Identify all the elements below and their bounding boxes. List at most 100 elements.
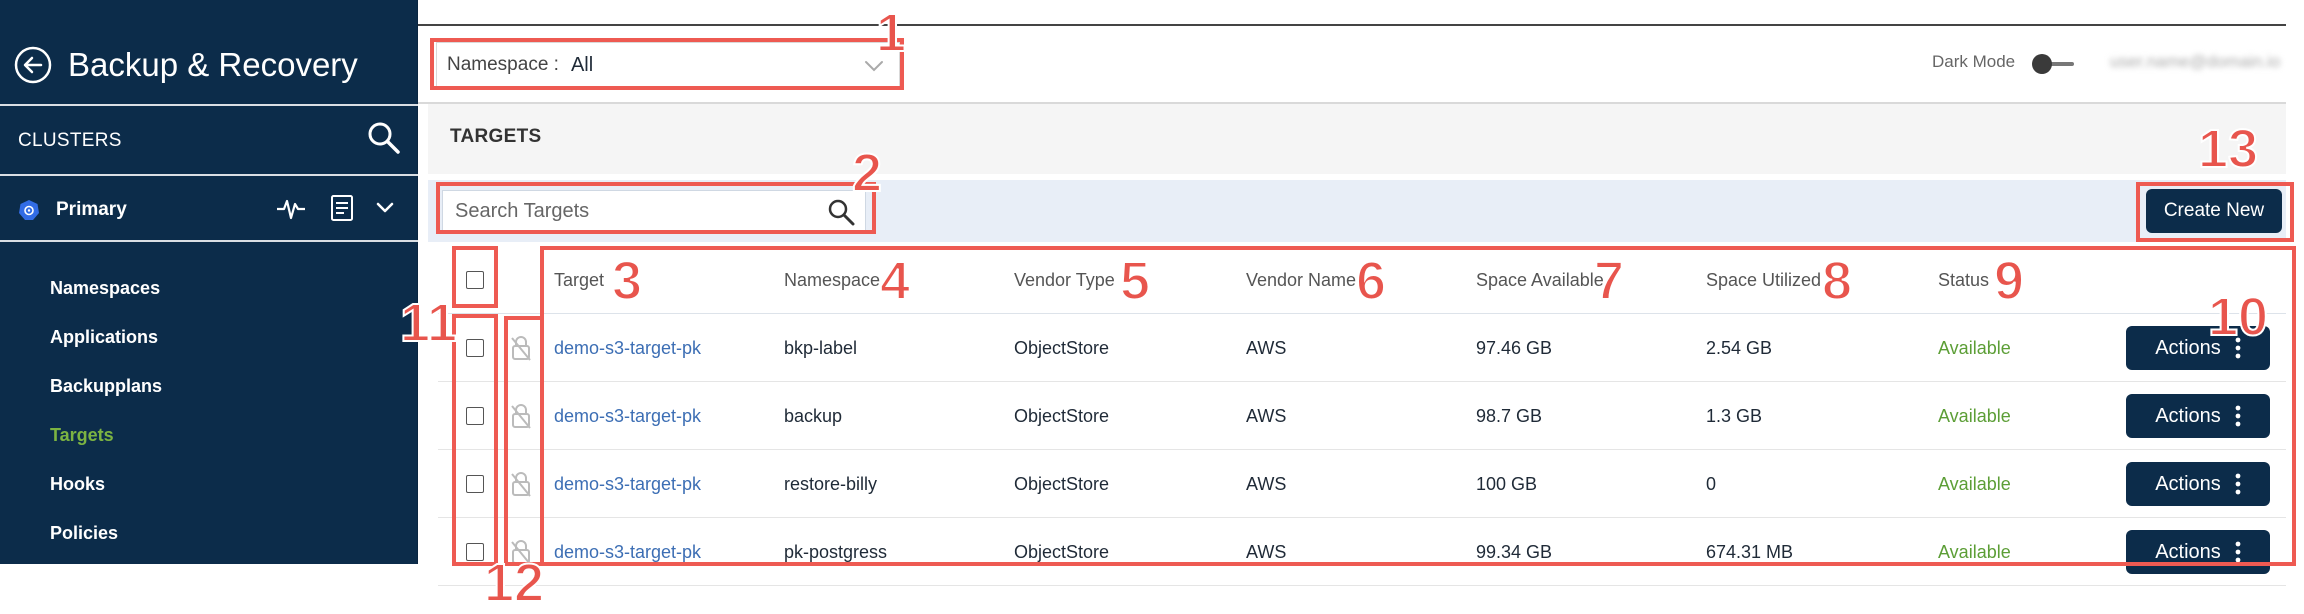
status-badge: Available (1938, 405, 2011, 426)
document-icon[interactable] (330, 194, 354, 222)
actions-label: Actions (2155, 472, 2221, 495)
kubernetes-icon (19, 200, 39, 220)
row-select-cell (466, 518, 484, 586)
lock-icon (511, 336, 531, 361)
sidebar-nav: Namespaces Applications Backupplans Targ… (50, 264, 162, 558)
search-icon[interactable] (827, 198, 855, 226)
top-border (418, 24, 2286, 26)
target-link[interactable]: demo-s3-target-pk (554, 473, 702, 494)
lock-cell (510, 518, 532, 586)
dark-mode-label: Dark Mode (1932, 52, 2016, 71)
page-title: TARGETS (450, 126, 542, 147)
create-new-button[interactable]: Create New (2146, 189, 2282, 233)
cell-namespace: pk-postgress (784, 541, 888, 562)
sidebar-item-targets[interactable]: Targets (50, 425, 114, 445)
cell-vendor-type: ObjectStore (1014, 473, 1110, 494)
actions-cell: Actions (2126, 450, 2270, 518)
cell-vendor-type: ObjectStore (1014, 337, 1110, 358)
table-row: demo-s3-target-pk bkp-label ObjectStore … (438, 314, 2286, 382)
sidebar-item-applications[interactable]: Applications (50, 327, 159, 347)
select-all-checkbox[interactable] (466, 271, 484, 289)
chevron-down-icon (865, 61, 883, 72)
cell-namespace: backup (784, 405, 843, 426)
actions-label: Actions (2155, 404, 2221, 427)
header-space-utilized[interactable]: Space Utilized (1706, 269, 1822, 290)
sidebar-item-hooks[interactable]: Hooks (50, 474, 106, 494)
table-header-row: Target Namespace Vendor Type Vendor Name… (438, 246, 2286, 314)
table-row: demo-s3-target-pk backup ObjectStore AWS… (438, 382, 2286, 450)
actions-label: Actions (2155, 336, 2221, 359)
lock-cell (510, 450, 532, 518)
row-select-cell (466, 382, 484, 450)
namespace-value: All (570, 53, 594, 76)
cell-vendor-name: AWS (1246, 405, 1287, 426)
table-row: demo-s3-target-pk restore-billy ObjectSt… (438, 450, 2286, 518)
pulse-icon[interactable] (276, 192, 306, 224)
target-link[interactable]: demo-s3-target-pk (554, 541, 702, 562)
sidebar-item-namespaces[interactable]: Namespaces (50, 278, 161, 298)
back-arrow-icon[interactable] (14, 46, 52, 84)
header-vendor-name[interactable]: Vendor Name (1246, 269, 1357, 290)
cell-space-available: 100 GB (1476, 473, 1538, 494)
sidebar-item-policies[interactable]: Policies (50, 523, 119, 543)
dark-mode-toggle[interactable] (2032, 54, 2076, 76)
status-badge: Available (1938, 337, 2011, 358)
header-status[interactable]: Status (1938, 269, 1990, 290)
divider (418, 102, 2286, 104)
lock-icon (511, 540, 531, 565)
actions-cell: Actions (2126, 382, 2270, 450)
cell-namespace: restore-billy (784, 473, 878, 494)
select-all-cell (466, 246, 484, 314)
sidebar-item-backupplans[interactable]: Backupplans (50, 376, 163, 396)
cluster-row-primary[interactable]: Primary (18, 192, 408, 228)
user-email[interactable]: user.name@domain.io (2110, 52, 2281, 71)
target-link[interactable]: demo-s3-target-pk (554, 337, 702, 358)
cell-vendor-name: AWS (1246, 541, 1287, 562)
toolbar: Create New (428, 180, 2286, 242)
actions-button[interactable]: Actions (2126, 326, 2270, 370)
row-select-cell (466, 450, 484, 518)
actions-cell: Actions (2126, 314, 2270, 382)
divider (0, 104, 418, 106)
cell-space-utilized: 0 (1706, 473, 1717, 494)
targets-table: Target Namespace Vendor Type Vendor Name… (438, 246, 2286, 586)
row-select-cell (466, 314, 484, 382)
cell-space-available: 99.34 GB (1476, 541, 1553, 562)
more-vertical-icon (2235, 473, 2241, 495)
table-row: demo-s3-target-pk pk-postgress ObjectSto… (438, 518, 2286, 586)
search-box (442, 190, 866, 232)
header-space-available[interactable]: Space Available (1476, 269, 1604, 290)
clusters-label: CLUSTERS (18, 130, 122, 151)
lock-icon (511, 404, 531, 429)
header-namespace[interactable]: Namespace (784, 269, 881, 290)
actions-button[interactable]: Actions (2126, 530, 2270, 574)
actions-button[interactable]: Actions (2126, 394, 2270, 438)
header-target[interactable]: Target (554, 269, 605, 290)
more-vertical-icon (2235, 405, 2241, 427)
cell-space-available: 97.46 GB (1476, 337, 1553, 358)
lock-cell (510, 314, 532, 382)
cell-vendor-name: AWS (1246, 473, 1287, 494)
status-badge: Available (1938, 541, 2011, 562)
namespace-dropdown[interactable]: Namespace : All (436, 42, 900, 88)
row-checkbox[interactable] (466, 475, 484, 493)
cell-space-utilized: 2.54 GB (1706, 337, 1773, 358)
more-vertical-icon (2235, 337, 2241, 359)
cell-space-utilized: 674.31 MB (1706, 541, 1794, 562)
search-input[interactable] (453, 198, 803, 224)
chevron-down-icon[interactable] (374, 196, 396, 218)
actions-button[interactable]: Actions (2126, 462, 2270, 506)
row-checkbox[interactable] (466, 339, 484, 357)
target-link[interactable]: demo-s3-target-pk (554, 405, 702, 426)
actions-cell: Actions (2126, 518, 2270, 586)
lock-icon (511, 472, 531, 497)
row-checkbox[interactable] (466, 543, 484, 561)
header-vendor-type[interactable]: Vendor Type (1014, 269, 1115, 290)
status-badge: Available (1938, 473, 2011, 494)
divider (0, 174, 418, 176)
cluster-name: Primary (56, 199, 127, 220)
lock-cell (510, 382, 532, 450)
row-checkbox[interactable] (466, 407, 484, 425)
cell-space-utilized: 1.3 GB (1706, 405, 1763, 426)
cluster-search-icon[interactable] (366, 120, 402, 156)
